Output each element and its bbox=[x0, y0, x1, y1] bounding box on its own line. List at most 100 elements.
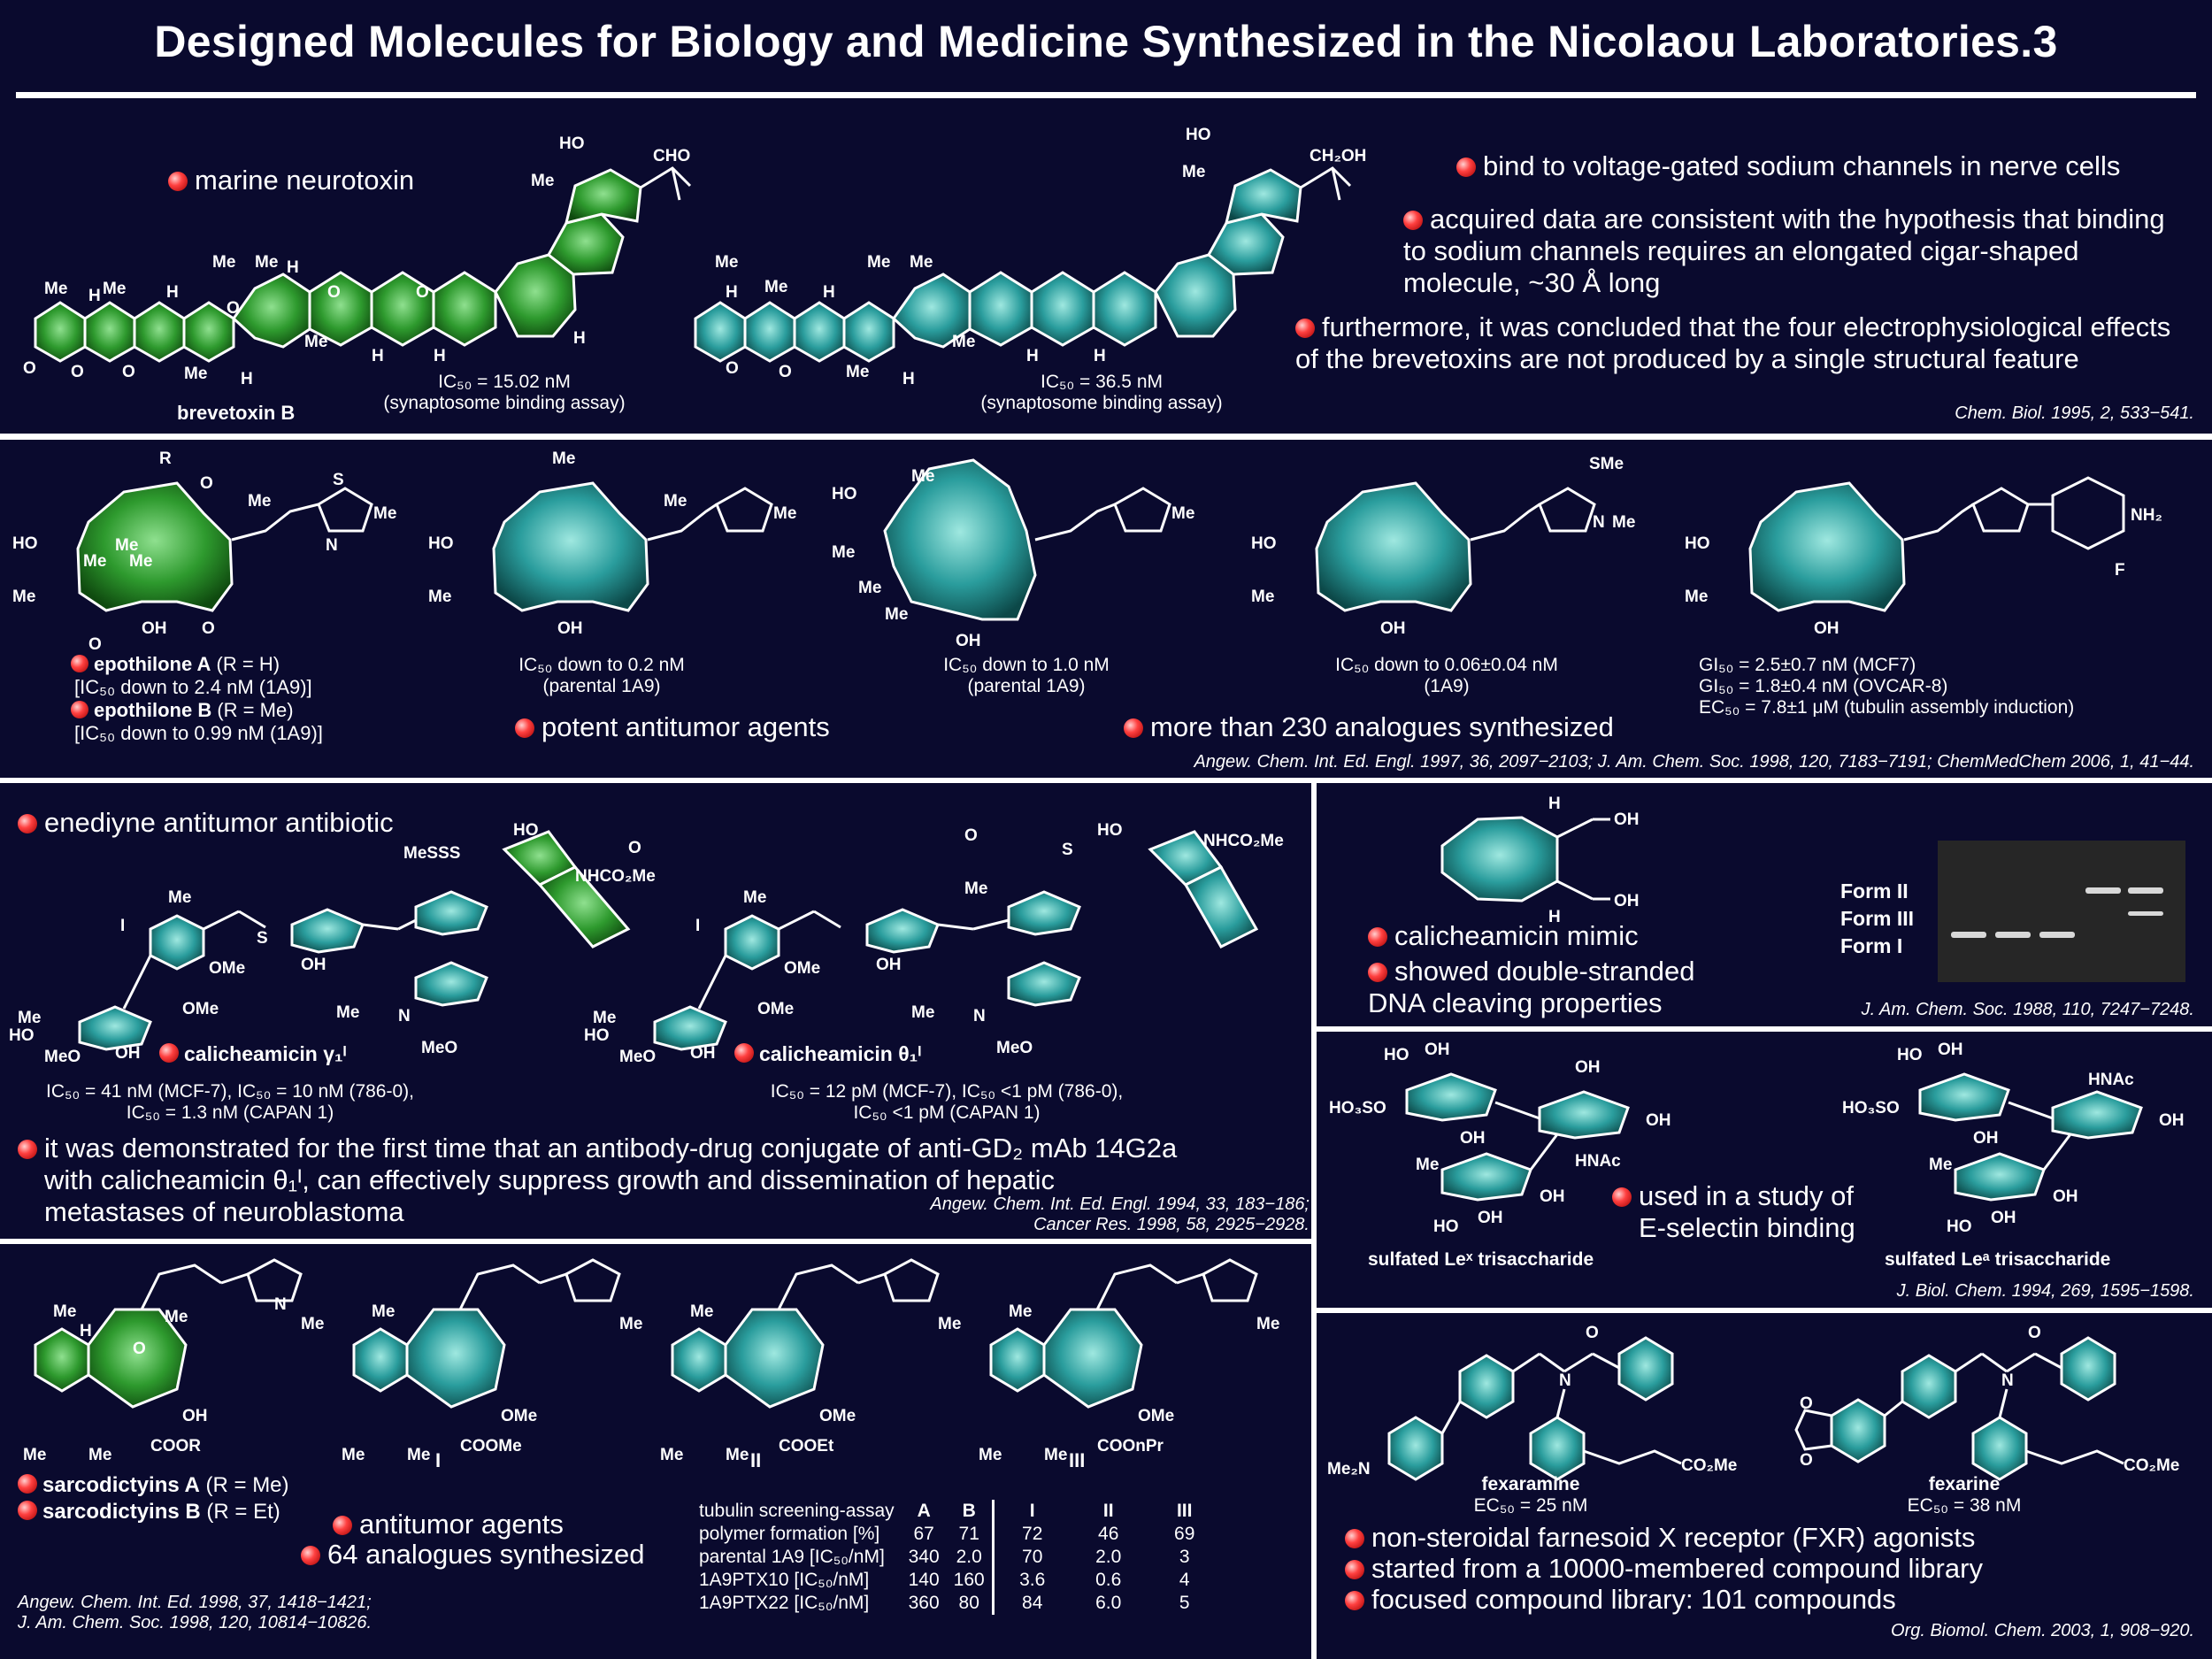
calicheamicin-gamma-structure: HO MeSSS NHCO₂Me O I Me S OMe OMe OH Me … bbox=[9, 821, 656, 1066]
divider-2 bbox=[0, 778, 2212, 783]
svg-text:N: N bbox=[398, 1007, 411, 1025]
svg-text:MeO: MeO bbox=[421, 1039, 457, 1057]
divider-right-2 bbox=[1317, 1308, 2212, 1313]
brevetoxin-bullet-2: acquired data are consistent with the hy… bbox=[1403, 204, 2165, 298]
svg-text:Me: Me bbox=[964, 879, 987, 898]
svg-text:Me: Me bbox=[165, 1308, 188, 1326]
sarcodictyin-analog-2-structure: Me OMe COOEt Me Me Me bbox=[660, 1258, 961, 1464]
epothilone-bullet-2: more than 230 analogues synthesized bbox=[1124, 711, 1614, 743]
svg-text:Me: Me bbox=[1009, 1302, 1032, 1321]
sarcodictyin-labels: sarcodictyins A (R = Me) sarcodictyins B… bbox=[18, 1472, 289, 1525]
svg-text:Me: Me bbox=[12, 588, 35, 606]
svg-text:Me: Me bbox=[619, 1315, 642, 1333]
sarcodictyin-reference: Angew. Chem. Int. Ed. 1998, 37, 1418−142… bbox=[18, 1593, 373, 1632]
calicheamicin-theta-ic50: IC₅₀ = 12 pM (MCF-7), IC₅₀ <1 pM (786-0)… bbox=[770, 1081, 1124, 1123]
svg-text:OMe: OMe bbox=[501, 1407, 537, 1425]
sarcodictyin-a-b-structure: Me H Me O OH COOR Me Me N Me bbox=[23, 1258, 324, 1464]
svg-text:H: H bbox=[372, 347, 384, 365]
svg-text:OH: OH bbox=[2159, 1111, 2185, 1130]
svg-text:Me: Me bbox=[1612, 513, 1635, 532]
svg-text:Me: Me bbox=[911, 1003, 934, 1022]
svg-text:OH: OH bbox=[1991, 1209, 2016, 1227]
svg-text:I: I bbox=[695, 917, 700, 935]
sialyl-reference: J. Biol. Chem. 1994, 269, 1595−1598. bbox=[1896, 1281, 2194, 1301]
gel-band bbox=[2128, 911, 2163, 916]
svg-text:Me: Me bbox=[764, 278, 787, 296]
svg-text:Me: Me bbox=[255, 253, 278, 272]
svg-text:OMe: OMe bbox=[819, 1407, 856, 1425]
svg-text:O: O bbox=[1586, 1324, 1599, 1342]
svg-text:Me: Me bbox=[938, 1315, 961, 1333]
svg-text:Me: Me bbox=[103, 280, 126, 298]
svg-text:N: N bbox=[1559, 1371, 1571, 1390]
svg-text:Me: Me bbox=[1171, 504, 1194, 523]
svg-text:OH: OH bbox=[690, 1044, 716, 1063]
svg-text:Me: Me bbox=[858, 579, 881, 597]
svg-text:HO₃SO: HO₃SO bbox=[1842, 1099, 1900, 1118]
svg-text:OH: OH bbox=[1814, 619, 1839, 638]
sarcodictyin-analog-1-structure: Me OMe COOMe Me Me Me bbox=[342, 1258, 642, 1464]
svg-text:OH: OH bbox=[1478, 1209, 1503, 1227]
svg-text:OH: OH bbox=[876, 956, 902, 974]
svg-text:HO: HO bbox=[832, 485, 857, 503]
svg-text:O: O bbox=[71, 363, 84, 381]
svg-text:Me: Me bbox=[952, 333, 975, 351]
brevetoxin-analog2-caption: IC₅₀ = 36.5 nM(synaptosome binding assay… bbox=[980, 372, 1223, 413]
svg-text:Me: Me bbox=[342, 1446, 365, 1464]
svg-text:OH: OH bbox=[1540, 1187, 1565, 1206]
svg-text:OH: OH bbox=[557, 619, 583, 638]
svg-text:F: F bbox=[2115, 561, 2125, 580]
svg-text:O: O bbox=[779, 363, 792, 381]
svg-text:Me: Me bbox=[773, 504, 796, 523]
svg-text:H: H bbox=[166, 283, 179, 302]
svg-text:Me: Me bbox=[664, 492, 687, 511]
svg-text:MeO: MeO bbox=[619, 1048, 656, 1066]
svg-text:N: N bbox=[973, 1007, 986, 1025]
svg-text:OH: OH bbox=[301, 956, 326, 974]
mimic-reference: J. Am. Chem. Soc. 1988, 110, 7247−7248. bbox=[1861, 1000, 2194, 1019]
svg-text:OH: OH bbox=[2053, 1187, 2078, 1206]
svg-text:O: O bbox=[964, 826, 978, 845]
svg-text:Me: Me bbox=[23, 1446, 46, 1464]
svg-text:Me: Me bbox=[910, 253, 933, 272]
svg-text:HO: HO bbox=[9, 1026, 35, 1045]
svg-text:O: O bbox=[88, 635, 102, 654]
svg-text:NHCO₂Me: NHCO₂Me bbox=[1203, 832, 1284, 850]
brevetoxin-bullet-1: bind to voltage-gated sodium channels in… bbox=[1456, 150, 2191, 182]
svg-text:Me: Me bbox=[115, 536, 138, 555]
svg-text:Me: Me bbox=[531, 172, 554, 190]
svg-text:HO: HO bbox=[1685, 534, 1710, 553]
sulfated-lex-label: sulfated Leˣ trisaccharide bbox=[1368, 1249, 1594, 1270]
svg-text:Me: Me bbox=[212, 253, 235, 272]
calicheamicin-gamma-label: calicheamicin γ₁ᴵ bbox=[159, 1042, 347, 1066]
svg-text:Me: Me bbox=[715, 253, 738, 272]
svg-text:Me: Me bbox=[1182, 163, 1205, 181]
sialyl-bullet: used in a study of E-selectin binding bbox=[1612, 1180, 1855, 1244]
svg-text:HNAc: HNAc bbox=[1575, 1152, 1621, 1171]
svg-text:H: H bbox=[726, 283, 738, 302]
svg-text:COOMe: COOMe bbox=[460, 1437, 522, 1455]
epothilone-analog-4-structure: SMe N Me HO Me OH bbox=[1251, 455, 1635, 638]
svg-text:S: S bbox=[257, 929, 268, 948]
svg-text:O: O bbox=[327, 283, 341, 302]
svg-text:Me: Me bbox=[1251, 588, 1274, 606]
gel-band bbox=[2085, 887, 2121, 894]
epothilone-analog-3-structure: HO Me Me Me Me OH Me bbox=[832, 458, 1194, 650]
epothilone-analog-4-caption: IC₅₀ down to 0.06±0.04 nM(1A9) bbox=[1335, 655, 1558, 696]
enediyne-mimic-structure: H H OH OH bbox=[1440, 795, 1640, 926]
svg-text:CHO: CHO bbox=[653, 147, 690, 165]
svg-text:S: S bbox=[1062, 841, 1073, 859]
table-header: tubulin screening-assay A B I II III bbox=[699, 1500, 1193, 1523]
svg-text:Me: Me bbox=[867, 253, 890, 272]
epothilone-analog-2-caption: IC₅₀ down to 0.2 nM(parental 1A9) bbox=[518, 655, 685, 696]
epothilone-analog-3-caption: IC₅₀ down to 1.0 nM(parental 1A9) bbox=[943, 655, 1110, 696]
gel-band bbox=[1951, 932, 1986, 938]
svg-text:Me: Me bbox=[660, 1446, 683, 1464]
svg-text:Me: Me bbox=[1685, 588, 1708, 606]
svg-text:S: S bbox=[333, 471, 344, 489]
svg-text:N: N bbox=[2001, 1371, 2014, 1390]
svg-text:Me: Me bbox=[83, 552, 106, 571]
svg-text:O: O bbox=[1800, 1451, 1813, 1470]
svg-text:CH₂OH: CH₂OH bbox=[1310, 147, 1366, 165]
